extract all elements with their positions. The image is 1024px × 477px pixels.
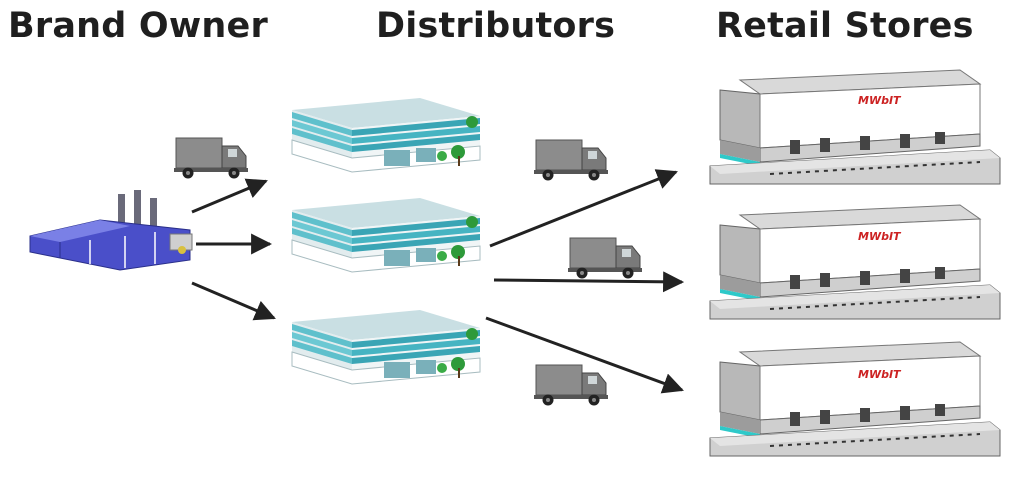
distributor-building-1 (291, 97, 481, 173)
delivery-truck-icon (567, 237, 643, 279)
flow-arrow-brand-to-distributor-1 (191, 178, 268, 214)
delivery-truck-icon (173, 137, 249, 179)
column-title-retail-stores: Retail Stores (716, 6, 974, 46)
retail-store-2 (709, 204, 1001, 320)
distributor-building-3 (291, 309, 481, 385)
retail-store-3 (709, 341, 1001, 457)
flow-arrow-distributor-to-store-2 (493, 271, 685, 293)
flow-arrow-brand-to-distributor-3 (191, 281, 276, 321)
flow-arrow-distributor-to-store-1 (489, 169, 678, 248)
delivery-truck-icon (533, 139, 609, 181)
flow-arrow-distributor-to-store-3 (485, 316, 684, 394)
distributor-building-2 (291, 197, 481, 273)
store-sign-2: MWbIT (858, 230, 902, 243)
delivery-truck-icon (533, 364, 609, 406)
column-title-brand-owner: Brand Owner (8, 6, 268, 46)
factory-icon (29, 190, 193, 271)
column-title-distributors: Distributors (376, 6, 616, 46)
store-sign-1: MWbIT (858, 94, 902, 107)
retail-store-1 (709, 69, 1001, 185)
store-sign-3: MWbIT (858, 368, 902, 381)
